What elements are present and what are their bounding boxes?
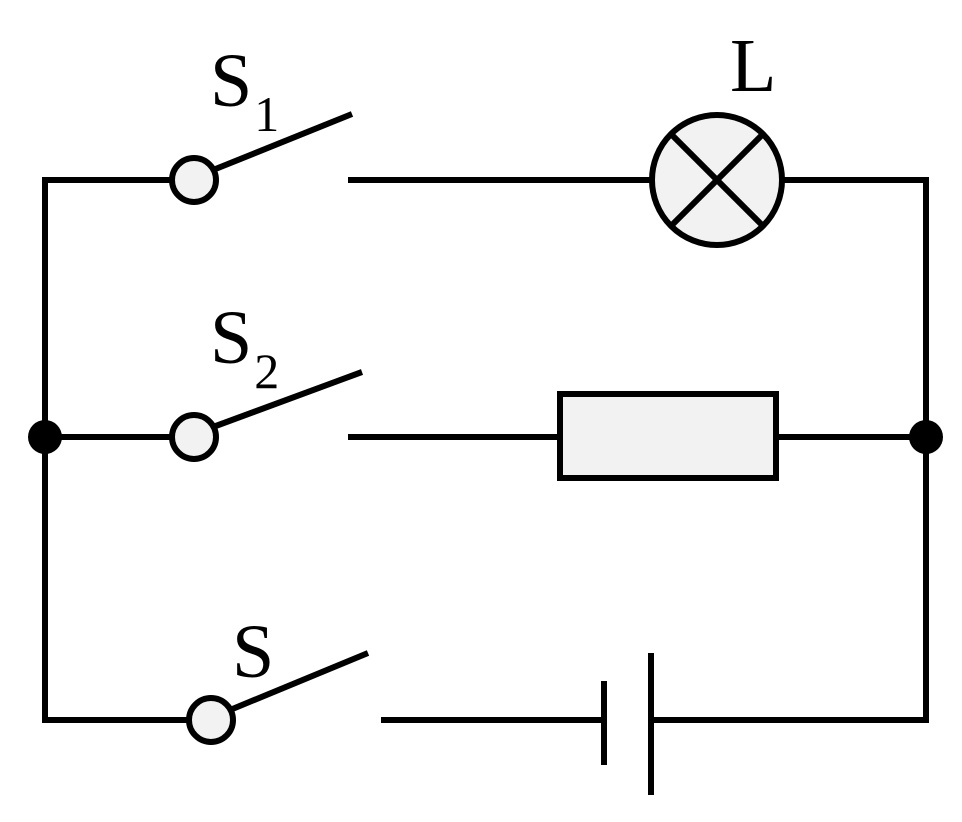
resistor [557,391,779,481]
switch-s-pivot [186,695,236,745]
left-junction-dot [28,420,62,454]
switch-s2-label-main: S [210,296,252,380]
switch-s2-pivot [169,412,219,462]
switch-s-label: S [232,610,274,694]
switch-s1-label: S1 [210,39,279,142]
switch-s1-label-sub: 1 [254,86,279,142]
switch-s2-label: S2 [210,296,279,399]
battery [601,653,654,795]
switch-s1-blade [211,111,354,173]
switch-s-blade [228,650,370,713]
lamp-l [649,112,785,248]
switch-s1-label-main: S [210,39,252,123]
right-junction-dot [909,420,943,454]
lamp-cross-b [668,131,766,229]
lamp-label: L [730,24,776,108]
switch-s1-pivot [169,155,219,205]
switch-s2-blade [211,369,364,430]
switch-s2-label-sub: 2 [254,343,279,399]
